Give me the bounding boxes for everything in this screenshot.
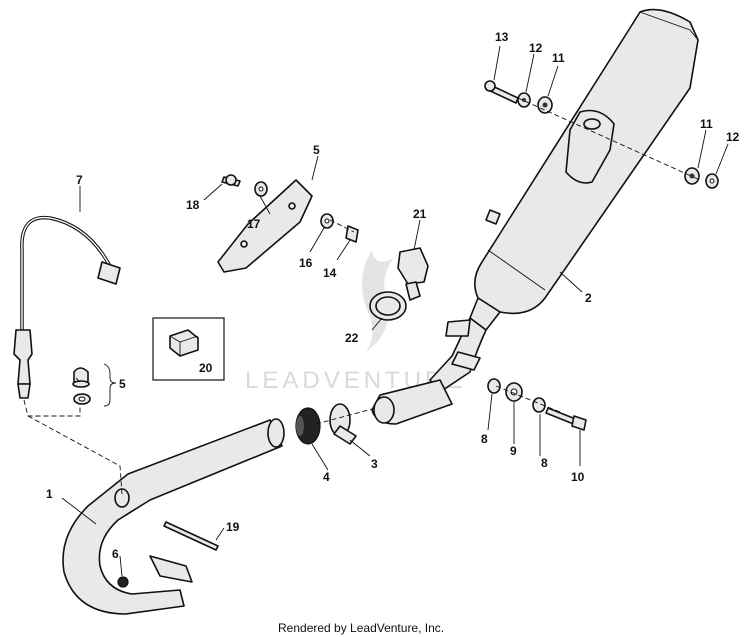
alignment-lines xyxy=(23,97,701,495)
callout-labels: 1 2 3 4 5 5 6 7 8 9 8 10 11 11 12 12 13 … xyxy=(46,30,740,561)
part-21-bracket[interactable] xyxy=(397,247,429,301)
part-4-gasket[interactable] xyxy=(295,407,321,445)
part-5-heat-shield[interactable] xyxy=(217,179,313,273)
callout-1: 1 xyxy=(46,487,53,501)
part-10-bolt[interactable] xyxy=(545,407,587,431)
part-8-washer-right[interactable] xyxy=(532,397,546,413)
part-2-muffler[interactable] xyxy=(371,8,699,425)
part-5-plug[interactable] xyxy=(72,367,90,388)
callout-8-right: 8 xyxy=(541,456,548,470)
callout-7: 7 xyxy=(76,173,83,187)
part-6-nut[interactable] xyxy=(117,576,129,588)
part-1-header-pipe[interactable] xyxy=(62,418,285,615)
part-5-plug-washer[interactable] xyxy=(73,393,91,405)
callout-5-plug: 5 xyxy=(119,377,126,391)
callout-18: 18 xyxy=(186,198,200,212)
callout-4: 4 xyxy=(323,470,330,484)
part-22-hose-clamp[interactable] xyxy=(369,291,407,321)
part-13-bolt[interactable] xyxy=(484,80,519,104)
part-12-washer-right[interactable] xyxy=(705,173,719,189)
part-8-washer-left[interactable] xyxy=(487,378,501,394)
callout-11-right: 11 xyxy=(700,117,713,131)
callout-11-top: 11 xyxy=(552,51,565,65)
callout-12-top: 12 xyxy=(529,41,543,55)
watermark: LEADVENTURE xyxy=(245,250,462,394)
callout-14: 14 xyxy=(323,266,337,280)
callout-5-heat-shield: 5 xyxy=(313,143,320,157)
footer-credit: Rendered by LeadVenture, Inc. xyxy=(278,621,444,635)
callout-6: 6 xyxy=(112,547,119,561)
part-20-inset[interactable] xyxy=(152,317,225,381)
callout-19: 19 xyxy=(226,520,240,534)
part-14-clip[interactable] xyxy=(345,225,359,243)
callout-12-right: 12 xyxy=(726,130,740,144)
callout-20: 20 xyxy=(199,361,213,375)
callout-8-left: 8 xyxy=(481,432,488,446)
part-9-collar[interactable] xyxy=(505,382,523,402)
part-12-washer-top[interactable] xyxy=(517,92,531,108)
part-18-bolt[interactable] xyxy=(221,174,241,187)
callout-10: 10 xyxy=(571,470,585,484)
callout-22: 22 xyxy=(345,331,359,345)
part-19-gasket-strip[interactable] xyxy=(163,521,219,551)
part-11-grommet-right[interactable] xyxy=(684,167,700,185)
callout-13: 13 xyxy=(495,30,509,44)
callout-21: 21 xyxy=(413,207,427,221)
callout-16: 16 xyxy=(299,256,313,270)
callout-17: 17 xyxy=(247,217,261,231)
callout-9: 9 xyxy=(510,444,517,458)
callout-3: 3 xyxy=(371,457,378,471)
part-17-washer[interactable] xyxy=(254,181,268,197)
callout-2: 2 xyxy=(585,291,592,305)
part-7-oxygen-sensor[interactable] xyxy=(13,215,121,399)
part-3-clamp[interactable] xyxy=(329,403,357,445)
part-11-grommet-top[interactable] xyxy=(537,96,553,114)
leader-lines xyxy=(61,45,729,577)
